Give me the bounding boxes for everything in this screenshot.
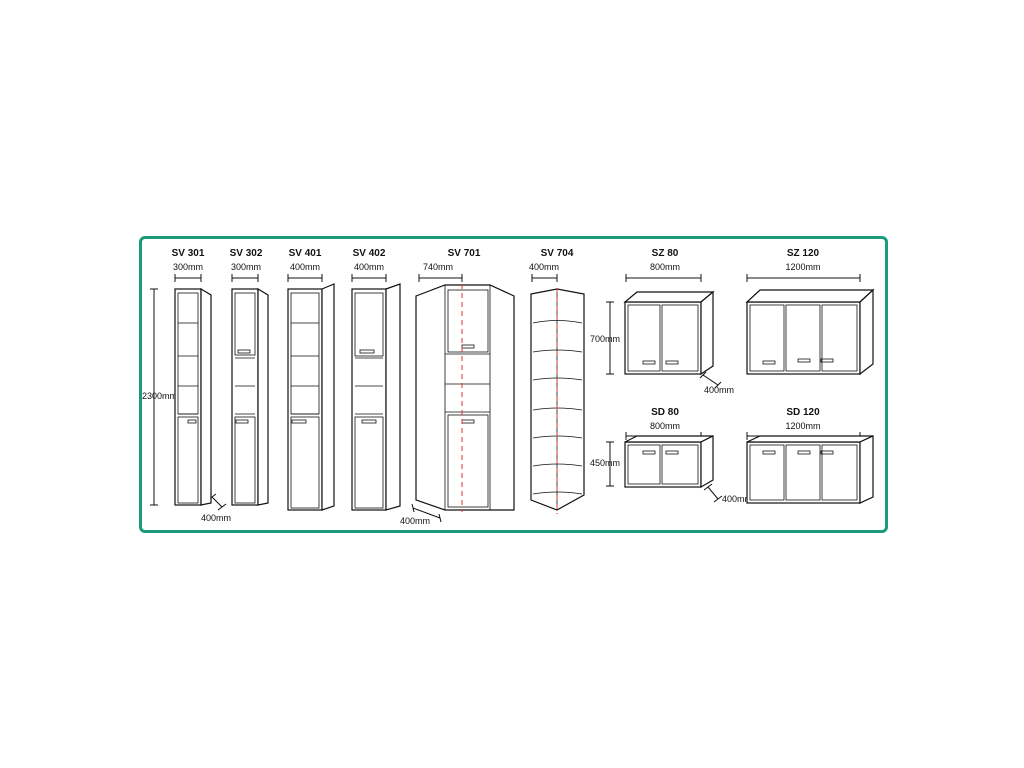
title-sz120: SZ 120 <box>787 248 820 259</box>
depth-label-sv301: 400mm <box>201 513 231 523</box>
title-sz80: SZ 80 <box>652 248 679 259</box>
width-sv401: 400mm <box>290 262 320 272</box>
width-sd120: 1200mm <box>785 421 820 431</box>
height-label-450: 450mm <box>590 458 620 468</box>
title-sv301: SV 301 <box>172 248 205 259</box>
height-label-700: 700mm <box>590 334 620 344</box>
title-sv302: SV 302 <box>230 248 263 259</box>
title-sd80: SD 80 <box>651 407 679 418</box>
width-sz120: 1200mm <box>785 262 820 272</box>
cabinet-sd80 <box>624 435 714 489</box>
depth-label-sz80: 400mm <box>704 385 734 395</box>
title-sd120: SD 120 <box>786 407 820 418</box>
cabinet-sd120 <box>746 435 874 504</box>
cabinet-sv401 <box>287 283 335 511</box>
cabinet-sv302 <box>231 287 269 506</box>
height-label-2300: 2300mm <box>142 391 177 401</box>
title-sv401: SV 401 <box>289 248 322 259</box>
width-sv704: 400mm <box>529 262 559 272</box>
width-sv302: 300mm <box>231 262 261 272</box>
cabinet-sz120 <box>745 288 875 376</box>
cabinet-sv701 <box>415 284 515 512</box>
cabinet-sv301 <box>174 287 212 506</box>
title-sv402: SV 402 <box>353 248 386 259</box>
cabinet-sv704 <box>530 288 585 514</box>
height-dimension-bars <box>150 288 614 506</box>
width-sv701: 740mm <box>423 262 453 272</box>
title-sv701: SV 701 <box>448 248 481 259</box>
depth-label-sv701: 400mm <box>400 516 430 526</box>
cabinet-sv402 <box>351 283 401 511</box>
width-sv402: 400mm <box>354 262 384 272</box>
width-sd80: 800mm <box>650 421 680 431</box>
width-sv301: 300mm <box>173 262 203 272</box>
title-sv704: SV 704 <box>541 248 574 259</box>
cabinet-sz80 <box>623 290 715 376</box>
depth-label-sd80: 400mm <box>722 494 752 504</box>
width-sz80: 800mm <box>650 262 680 272</box>
depth-dimension-bars <box>207 371 723 523</box>
